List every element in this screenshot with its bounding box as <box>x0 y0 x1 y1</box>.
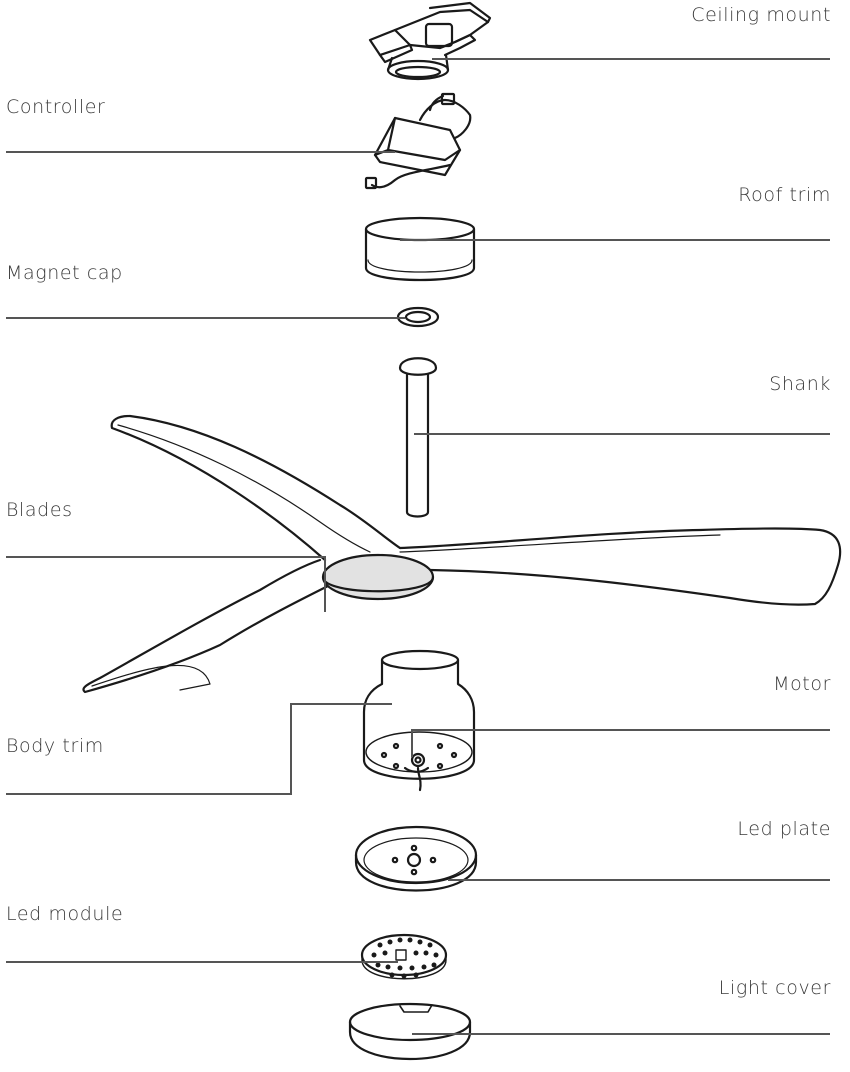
body-trim-label: Body trim <box>6 735 104 757</box>
blades-label: Blades <box>6 499 73 521</box>
leader-body-trim <box>6 703 392 795</box>
led-plate-illustration <box>354 825 478 892</box>
magnet-cap-label: Magnet cap <box>6 262 123 284</box>
blades-illustration <box>82 414 842 694</box>
shank-label: Shank <box>769 373 831 395</box>
controller-illustration <box>364 92 472 190</box>
led-plate-label: Led plate <box>737 818 831 840</box>
motor-illustration <box>362 649 476 792</box>
leader-lines <box>6 58 830 1035</box>
controller-label: Controller <box>6 96 106 118</box>
leader-motor <box>411 729 830 757</box>
blade-hub-illustration <box>321 553 435 601</box>
leader-blades <box>6 556 326 612</box>
light-cover-illustration <box>348 1002 472 1061</box>
ceiling-mount-illustration <box>368 1 492 81</box>
ceiling-mount-label: Ceiling mount <box>691 4 831 26</box>
roof-trim-illustration <box>364 216 476 282</box>
shank-illustration <box>398 357 438 518</box>
roof-trim-label: Roof trim <box>738 184 831 206</box>
motor-label: Motor <box>773 673 831 695</box>
led-module-label: Led module <box>6 903 124 925</box>
light-cover-label: Light cover <box>718 977 831 999</box>
led-dots <box>371 937 439 979</box>
